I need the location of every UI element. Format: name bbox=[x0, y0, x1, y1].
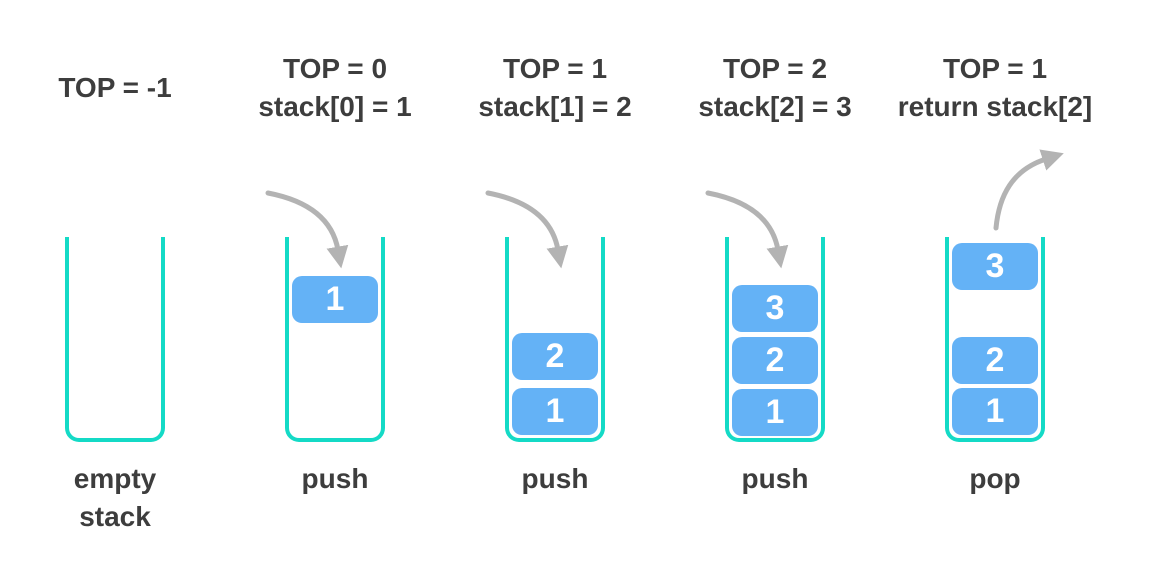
top-pointer-text: TOP = 1 bbox=[942, 53, 1048, 84]
block-value: 3 bbox=[985, 247, 1005, 285]
top-pointer-text: TOP = -1 bbox=[58, 72, 172, 103]
block-value: 1 bbox=[985, 392, 1005, 430]
operation-label: pop bbox=[969, 463, 1021, 494]
stack-block: 2 bbox=[952, 337, 1038, 384]
stack-block: 1 bbox=[512, 388, 598, 435]
stack-container bbox=[285, 237, 385, 442]
stack-block: 3 bbox=[952, 243, 1038, 290]
stack-assign-text: stack[2] = 3 bbox=[698, 91, 852, 122]
stack-block: 1 bbox=[732, 389, 818, 436]
top-pointer-text: TOP = 0 bbox=[282, 53, 388, 84]
block-value: 2 bbox=[545, 337, 565, 375]
top-pointer-text: TOP = 2 bbox=[722, 53, 828, 84]
stack-assign-text: stack[1] = 2 bbox=[478, 91, 632, 122]
column-pop: TOP = 1 return stack[2] 3 2 1 pop bbox=[885, 0, 1105, 582]
operation-label: push bbox=[521, 463, 589, 494]
stack-container bbox=[725, 237, 825, 442]
state-caption: TOP = 0 stack[0] = 1 bbox=[225, 48, 445, 128]
stack-assign-text: stack[0] = 1 bbox=[258, 91, 412, 122]
stack-container bbox=[945, 237, 1045, 442]
state-caption: TOP = 1 return stack[2] bbox=[885, 48, 1105, 128]
block-value: 2 bbox=[765, 341, 785, 379]
block-value: 3 bbox=[765, 289, 785, 327]
stack-container bbox=[505, 237, 605, 442]
operation-label: push bbox=[741, 463, 809, 494]
stack-block: 1 bbox=[952, 388, 1038, 435]
stack-block: 3 bbox=[732, 285, 818, 332]
state-caption: TOP = -1 bbox=[5, 48, 225, 128]
top-pointer-text: TOP = 1 bbox=[502, 53, 608, 84]
stack-block: 1 bbox=[292, 276, 378, 323]
column-push-2: TOP = 1 stack[1] = 2 2 1 push bbox=[445, 0, 665, 582]
operation-label: empty stack bbox=[73, 463, 157, 532]
stack-container bbox=[65, 237, 165, 442]
state-caption: TOP = 2 stack[2] = 3 bbox=[665, 48, 885, 128]
operation-label: push bbox=[301, 463, 369, 494]
block-value: 1 bbox=[545, 392, 565, 430]
column-empty-stack: TOP = -1 empty stack bbox=[5, 0, 225, 582]
block-value: 2 bbox=[985, 341, 1005, 379]
block-value: 1 bbox=[325, 280, 345, 318]
state-caption: TOP = 1 stack[1] = 2 bbox=[445, 48, 665, 128]
stack-assign-text: return stack[2] bbox=[897, 91, 1093, 122]
stack-block: 2 bbox=[732, 337, 818, 384]
column-push-3: TOP = 2 stack[2] = 3 3 2 1 push bbox=[665, 0, 885, 582]
block-value: 1 bbox=[765, 393, 785, 431]
stack-block: 2 bbox=[512, 333, 598, 380]
column-push-1: TOP = 0 stack[0] = 1 1 push bbox=[225, 0, 445, 582]
